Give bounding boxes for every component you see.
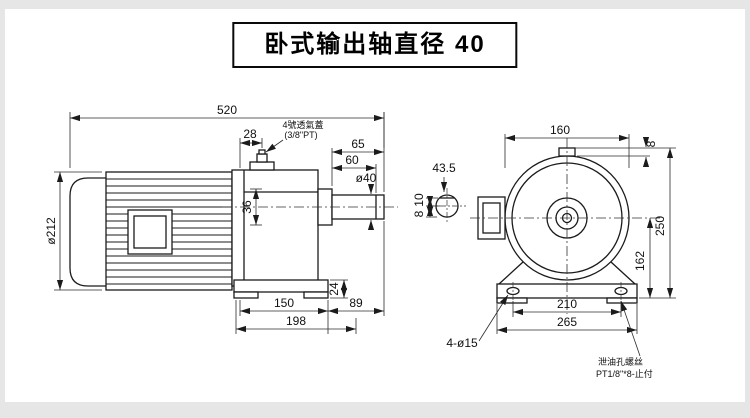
front-view-outline bbox=[477, 147, 638, 304]
dim-top-8: 8 bbox=[644, 140, 658, 147]
dim-60: 60 bbox=[345, 153, 359, 167]
side-view-dimensions: 520 28 4號透氣蓋 (3/8"PT) 65 60 bbox=[44, 103, 385, 334]
vent-note-line1: 4號透氣蓋 bbox=[282, 119, 323, 130]
front-foot-right bbox=[606, 297, 638, 304]
dim-65: 65 bbox=[351, 137, 365, 151]
dim-160: 160 bbox=[550, 123, 570, 137]
dim-24: 24 bbox=[327, 282, 341, 296]
dim-265: 265 bbox=[557, 315, 577, 329]
vent-cap bbox=[256, 153, 268, 163]
dim-36: 36 bbox=[240, 200, 254, 214]
dim-520: 520 bbox=[217, 103, 237, 117]
base-plate bbox=[233, 279, 329, 293]
side-view: 520 28 4號透氣蓋 (3/8"PT) 65 60 bbox=[44, 103, 398, 334]
dim-198: 198 bbox=[286, 314, 306, 328]
vent-boss bbox=[249, 161, 275, 171]
vent-note-line2: (3/8"PT) bbox=[284, 130, 317, 140]
junction-box bbox=[127, 209, 173, 255]
junction-box-inner bbox=[133, 215, 167, 249]
front-view: 160 8 250 162 210 bbox=[412, 123, 676, 379]
dim-43-5: 43.5 bbox=[432, 161, 456, 175]
front-foot-left bbox=[496, 297, 528, 304]
page-title: 卧式输出轴直径 40 bbox=[232, 22, 518, 69]
foot-left bbox=[233, 291, 259, 299]
vent-cap-top bbox=[258, 149, 266, 155]
dim-28: 28 bbox=[243, 127, 257, 141]
side-view-outline bbox=[69, 149, 385, 299]
foot-right bbox=[303, 291, 329, 299]
drain-note-line1: 泄油孔螺丝 bbox=[598, 356, 643, 367]
dim-250: 250 bbox=[653, 216, 667, 236]
drain-note-line2: PT1/8"*8-止付 bbox=[596, 368, 653, 379]
dim-89: 89 bbox=[349, 296, 363, 310]
front-view-dimensions: 160 8 250 162 210 bbox=[412, 123, 676, 379]
dim-210: 210 bbox=[557, 297, 577, 311]
dim-motor-diameter: ø212 bbox=[44, 217, 58, 245]
dim-10: 10 bbox=[412, 193, 426, 207]
dim-8: 8 bbox=[412, 210, 426, 217]
dim-162: 162 bbox=[633, 251, 647, 271]
motor-rear-cap bbox=[69, 177, 106, 287]
dim-150: 150 bbox=[274, 296, 294, 310]
gearbox-housing bbox=[231, 169, 319, 287]
dim-shaft-diameter: ø40 bbox=[356, 171, 377, 185]
holes-note: 4-ø15 bbox=[446, 336, 478, 350]
